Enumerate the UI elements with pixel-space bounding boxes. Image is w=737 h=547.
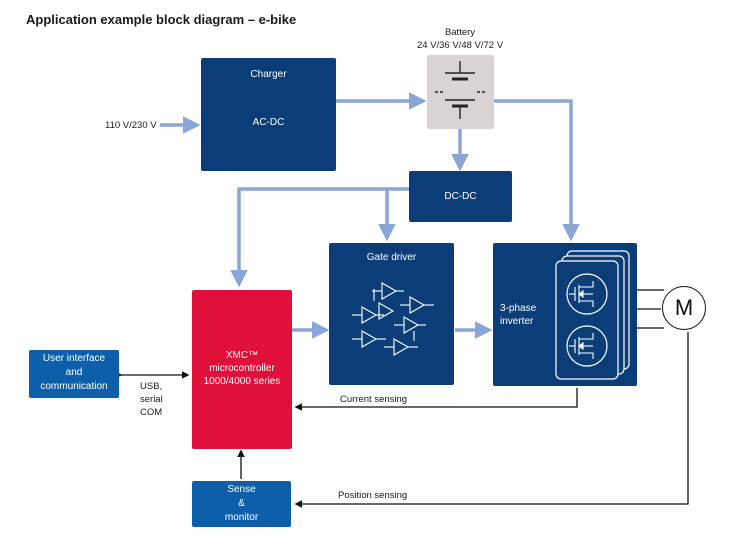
gate-driver-buffer-icon bbox=[352, 282, 434, 356]
diagram-title: Application example block diagram – e-bi… bbox=[26, 12, 297, 27]
mcu-line3: 1000/4000 series bbox=[203, 376, 281, 387]
user-interface-block: User interface and communication bbox=[29, 350, 119, 398]
current-sensing-label: Current sensing bbox=[340, 394, 408, 405]
gate-driver-label: Gate driver bbox=[366, 252, 417, 263]
ui-line3: communication bbox=[40, 381, 108, 392]
mosfet-stack-icon bbox=[555, 250, 630, 380]
comm-line1: USB, bbox=[140, 381, 163, 392]
gate-driver-block: Gate driver bbox=[329, 243, 454, 385]
inverter-block: 3-phase inverter bbox=[493, 243, 637, 386]
motor-icon: M bbox=[662, 286, 706, 330]
battery-block bbox=[427, 55, 494, 129]
input-voltage-label: 110 V/230 V bbox=[105, 120, 157, 131]
dcdc-label: DC-DC bbox=[444, 191, 477, 202]
sense-line2: & bbox=[238, 498, 245, 509]
battery-voltages: 24 V/36 V/48 V/72 V bbox=[416, 40, 504, 51]
mcu-line1: XMC™ bbox=[225, 350, 259, 361]
dcdc-block: DC-DC bbox=[409, 171, 512, 222]
position-sensing-label: Position sensing bbox=[338, 490, 408, 501]
ui-line1: User interface bbox=[42, 353, 106, 364]
charger-title: Charger bbox=[250, 69, 287, 80]
mcu-block: XMC™ microcontroller 1000/4000 series bbox=[192, 290, 292, 449]
battery-title: Battery bbox=[444, 27, 476, 38]
charger-block: Charger AC-DC bbox=[201, 58, 336, 171]
current-sensing-line bbox=[294, 388, 578, 411]
sense-monitor-block: Sense & monitor bbox=[192, 481, 291, 527]
charger-subtitle: AC-DC bbox=[252, 117, 285, 128]
inverter-line2: inverter bbox=[500, 316, 534, 327]
battery-symbol-icon bbox=[435, 61, 485, 119]
comm-line2: serial bbox=[140, 394, 163, 405]
position-sensing-line bbox=[294, 332, 689, 508]
battery-inverter-arrow bbox=[494, 99, 580, 242]
comm-line3: COM bbox=[140, 407, 163, 418]
sense-line3: monitor bbox=[224, 512, 259, 523]
sense-line1: Sense bbox=[227, 484, 256, 495]
ui-line2: and bbox=[65, 367, 83, 378]
mcu-line2: microcontroller bbox=[209, 363, 275, 374]
inverter-line1: 3-phase bbox=[500, 303, 537, 314]
dcdc-mcu-arrow bbox=[230, 187, 409, 288]
